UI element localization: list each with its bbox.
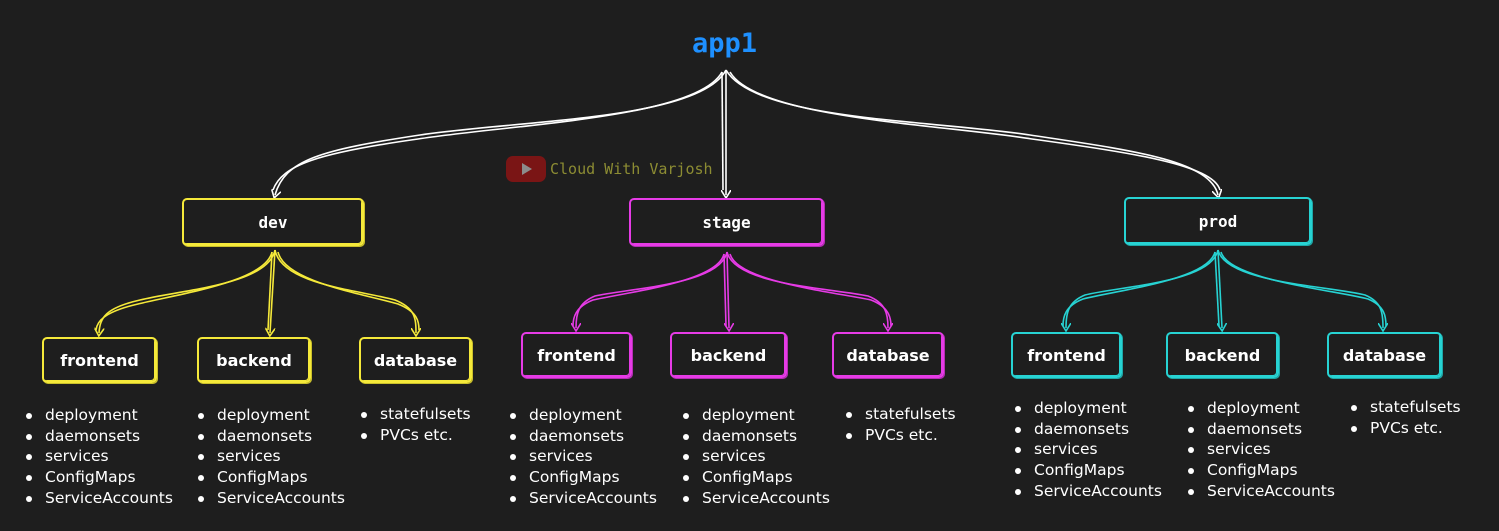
list-item: services	[1012, 439, 1162, 460]
prod-backend-resources: deployment daemonsets services ConfigMap…	[1185, 398, 1335, 502]
prod-arrows	[1063, 249, 1386, 328]
list-item: deployment	[507, 405, 657, 426]
dev-tier-database: database	[359, 337, 472, 383]
list-item: ConfigMaps	[1012, 460, 1162, 481]
list-item: deployment	[1012, 398, 1162, 419]
list-item: PVCs etc.	[843, 425, 956, 446]
list-item: ServiceAccounts	[195, 488, 345, 509]
prod-frontend-resources: deployment daemonsets services ConfigMap…	[1012, 398, 1162, 502]
list-item: statefulsets	[1348, 397, 1461, 418]
stage-tier-database: database	[832, 332, 944, 378]
dev-database-resources: statefulsets PVCs etc.	[358, 404, 471, 445]
list-item: deployment	[195, 405, 345, 426]
root-arrows	[273, 69, 1220, 195]
dev-tier-backend: backend	[197, 337, 311, 383]
env-node-prod: prod	[1124, 197, 1312, 245]
list-item: ServiceAccounts	[1012, 481, 1162, 502]
list-item: daemonsets	[680, 426, 830, 447]
list-item: statefulsets	[843, 404, 956, 425]
list-item: ConfigMaps	[23, 467, 173, 488]
prod-tier-backend: backend	[1166, 332, 1279, 378]
root-node-app1: app1	[691, 28, 758, 59]
prod-tier-database: database	[1327, 332, 1442, 378]
list-item: ConfigMaps	[1185, 460, 1335, 481]
stage-tier-backend: backend	[670, 332, 787, 378]
list-item: services	[680, 446, 830, 467]
env-node-dev: dev	[182, 198, 364, 246]
list-item: deployment	[680, 405, 830, 426]
list-item: daemonsets	[507, 426, 657, 447]
list-item: ConfigMaps	[195, 467, 345, 488]
list-item: daemonsets	[23, 426, 173, 447]
stage-backend-resources: deployment daemonsets services ConfigMap…	[680, 405, 830, 509]
stage-tier-frontend: frontend	[521, 332, 632, 378]
list-item: daemonsets	[1185, 419, 1335, 440]
stage-frontend-resources: deployment daemonsets services ConfigMap…	[507, 405, 657, 509]
env-node-stage: stage	[629, 198, 824, 246]
dev-backend-resources: deployment daemonsets services ConfigMap…	[195, 405, 345, 509]
dev-tier-frontend: frontend	[42, 337, 157, 383]
list-item: services	[195, 446, 345, 467]
channel-watermark: Cloud With Varjosh	[506, 156, 713, 182]
list-item: ServiceAccounts	[507, 488, 657, 509]
list-item: services	[1185, 439, 1335, 460]
list-item: deployment	[23, 405, 173, 426]
list-item: ServiceAccounts	[680, 488, 830, 509]
list-item: deployment	[1185, 398, 1335, 419]
list-item: PVCs etc.	[1348, 418, 1461, 439]
list-item: daemonsets	[1012, 419, 1162, 440]
list-item: statefulsets	[358, 404, 471, 425]
stage-arrows	[573, 251, 891, 328]
dev-frontend-resources: deployment daemonsets services ConfigMap…	[23, 405, 173, 509]
list-item: PVCs etc.	[358, 425, 471, 446]
watermark-text: Cloud With Varjosh	[550, 160, 713, 178]
youtube-icon	[506, 156, 546, 182]
prod-tier-frontend: frontend	[1011, 332, 1122, 378]
list-item: daemonsets	[195, 426, 345, 447]
list-item: ServiceAccounts	[23, 488, 173, 509]
prod-database-resources: statefulsets PVCs etc.	[1348, 397, 1461, 438]
list-item: ConfigMaps	[507, 467, 657, 488]
dev-arrows	[96, 249, 419, 333]
list-item: ServiceAccounts	[1185, 481, 1335, 502]
list-item: services	[507, 446, 657, 467]
stage-database-resources: statefulsets PVCs etc.	[843, 404, 956, 445]
list-item: ConfigMaps	[680, 467, 830, 488]
list-item: services	[23, 446, 173, 467]
